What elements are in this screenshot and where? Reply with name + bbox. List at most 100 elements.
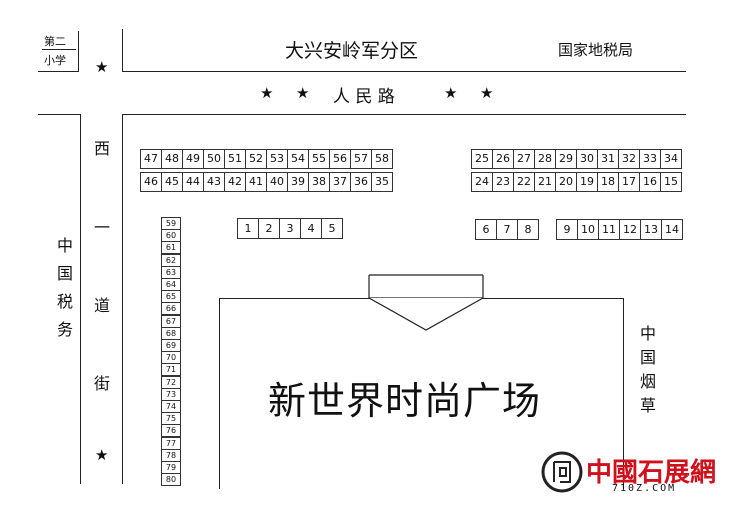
- stall-11: 11: [598, 219, 620, 240]
- stall-32: 32: [618, 149, 640, 169]
- stall-78: 78: [161, 448, 181, 462]
- street-char: 道: [93, 296, 110, 315]
- road-bottom-edge: [122, 114, 686, 115]
- stall-35: 35: [371, 172, 393, 192]
- stall-74: 74: [161, 400, 181, 413]
- stall-60: 60: [161, 229, 181, 243]
- road-top-edge: [122, 71, 686, 72]
- street-left-edge: [80, 114, 81, 484]
- left-block-top-edge: [38, 114, 81, 115]
- stall-71: 71: [161, 363, 181, 377]
- watermark-seal-icon: [541, 451, 583, 493]
- stall-67: 67: [161, 314, 181, 328]
- stall-69: 69: [161, 339, 181, 352]
- stall-14: 14: [661, 219, 683, 240]
- stall-66: 66: [161, 302, 181, 316]
- stall-6: 6: [475, 219, 497, 240]
- street-char: 街: [93, 374, 110, 393]
- stall-43: 43: [203, 172, 225, 192]
- stall-58: 58: [371, 149, 393, 169]
- stall-2: 2: [258, 218, 280, 239]
- watermark-url: 710Z.COM: [612, 483, 677, 494]
- stall-57: 57: [350, 149, 372, 169]
- stall-42: 42: [224, 172, 246, 192]
- stall-29: 29: [555, 149, 577, 169]
- stall-18: 18: [597, 172, 619, 192]
- plaza-entrance: [368, 274, 484, 331]
- stall-36: 36: [350, 172, 372, 192]
- stall-56: 56: [329, 149, 351, 169]
- stall-48: 48: [161, 149, 183, 169]
- stall-5: 5: [321, 218, 343, 239]
- tobacco-char: 草: [639, 396, 656, 415]
- stall-55: 55: [308, 149, 330, 169]
- tobacco-char: 中: [639, 324, 656, 343]
- tobacco-char: 国: [639, 348, 656, 367]
- school-box: 第二 小学: [38, 31, 79, 72]
- stall-45: 45: [161, 172, 183, 192]
- stall-17: 17: [618, 172, 640, 192]
- stall-47: 47: [140, 149, 162, 169]
- stall-76: 76: [161, 424, 181, 438]
- stall-63: 63: [161, 265, 181, 279]
- stall-9: 9: [556, 219, 578, 240]
- street-right-edge: [122, 114, 123, 484]
- stall-7: 7: [496, 219, 518, 240]
- stall-37: 37: [329, 172, 351, 192]
- school-label-line2: 小学: [44, 54, 66, 67]
- street-char: 西: [93, 139, 110, 158]
- street-star-icon: ★: [95, 446, 109, 464]
- stall-38: 38: [308, 172, 330, 192]
- stall-20: 20: [555, 172, 577, 192]
- road-star-icon: ★: [296, 84, 310, 102]
- stall-4: 4: [300, 218, 322, 239]
- stall-23: 23: [492, 172, 514, 192]
- stall-10: 10: [577, 219, 599, 240]
- stall-28: 28: [534, 149, 556, 169]
- stall-33: 33: [639, 149, 661, 169]
- tax-left-char: 中: [56, 236, 73, 255]
- stall-31: 31: [597, 149, 619, 169]
- stall-80: 80: [161, 473, 181, 487]
- street-char: 一: [93, 218, 110, 237]
- tax-bureau-label: 国家地税局: [558, 41, 634, 59]
- stall-16: 16: [639, 172, 661, 192]
- district-wall-left: [122, 29, 123, 72]
- stall-72: 72: [161, 375, 181, 389]
- school-divider: [42, 49, 76, 50]
- stall-1: 1: [237, 218, 259, 239]
- stall-73: 73: [161, 387, 181, 401]
- school-label-line1: 第二: [44, 35, 66, 48]
- stall-25: 25: [471, 149, 493, 169]
- tobacco-char: 烟: [639, 372, 656, 391]
- stall-12: 12: [619, 219, 641, 240]
- stall-51: 51: [224, 149, 246, 169]
- tax-left-char: 税: [56, 292, 73, 311]
- stall-53: 53: [266, 149, 288, 169]
- stall-75: 75: [161, 412, 181, 426]
- stall-40: 40: [266, 172, 288, 192]
- stall-68: 68: [161, 326, 181, 340]
- road-star-icon: ★: [260, 84, 274, 102]
- stall-8: 8: [517, 219, 539, 240]
- stall-39: 39: [287, 172, 309, 192]
- road-label: 人 民 路: [333, 87, 395, 107]
- stall-24: 24: [471, 172, 493, 192]
- stall-54: 54: [287, 149, 309, 169]
- stall-27: 27: [513, 149, 535, 169]
- stall-19: 19: [576, 172, 598, 192]
- school-star-icon: ★: [95, 58, 109, 76]
- stall-59: 59: [161, 217, 181, 230]
- tax-left-char: 务: [56, 320, 73, 339]
- stall-50: 50: [203, 149, 225, 169]
- stall-21: 21: [534, 172, 556, 192]
- stall-3: 3: [279, 218, 301, 239]
- road-star-icon: ★: [444, 84, 458, 102]
- stall-34: 34: [660, 149, 682, 169]
- stall-79: 79: [161, 461, 181, 474]
- stall-22: 22: [513, 172, 535, 192]
- stall-70: 70: [161, 351, 181, 365]
- district-label: 大兴安岭军分区: [285, 40, 419, 62]
- stall-49: 49: [182, 149, 204, 169]
- stall-41: 41: [245, 172, 267, 192]
